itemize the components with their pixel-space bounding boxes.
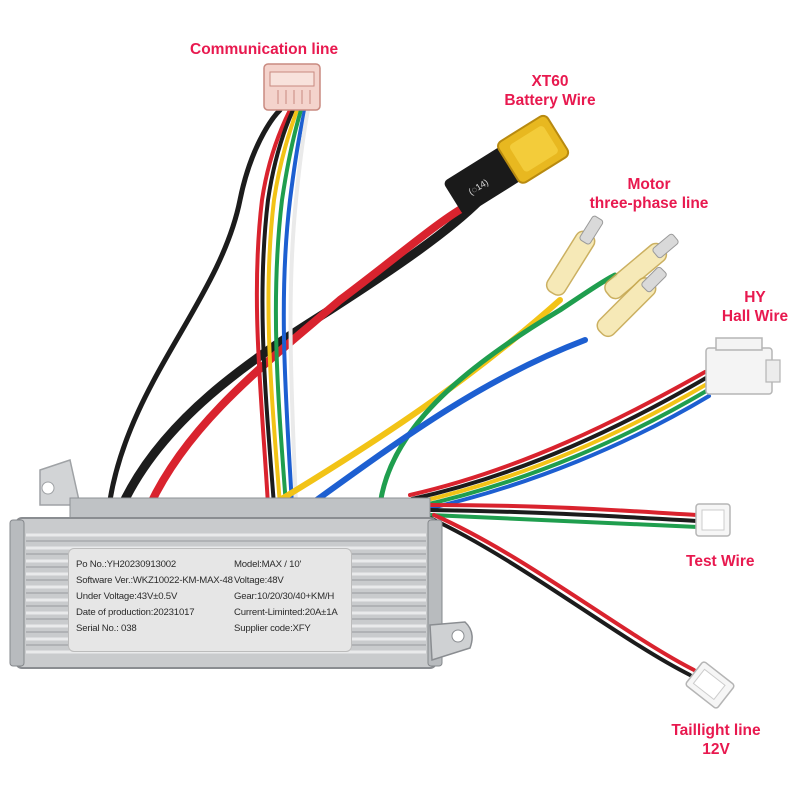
- taillight-connector: [685, 661, 735, 709]
- label-communication-line: Communication line: [190, 40, 338, 59]
- label-battery-wire: XT60 Battery Wire: [490, 72, 610, 110]
- battery-red-wire: [146, 201, 472, 509]
- label-motor-line: Motor three-phase line: [574, 175, 724, 213]
- sticker-voltage: Voltage:48V: [234, 575, 284, 586]
- wire-harness: [107, 107, 711, 677]
- label-taillight-line: Taillight line 12V: [656, 721, 776, 759]
- sticker-under-voltage: Under Voltage:43V±0.5V: [76, 591, 178, 602]
- sticker-serial-no: Serial No.: 038: [76, 623, 137, 634]
- label-test-wire: Test Wire: [686, 552, 754, 571]
- sticker-model: Model:MAX / 10': [234, 559, 302, 570]
- motor-green-wire: [377, 272, 618, 508]
- xt60-connector: (◌14): [444, 114, 570, 215]
- label-hall-line1: HY: [744, 289, 766, 306]
- label-battery-line1: XT60: [531, 73, 569, 90]
- test-connector: [695, 503, 731, 537]
- sticker-current-limit: Current-Liminted:20A±1A: [234, 607, 338, 618]
- motor-terminals: [545, 215, 679, 338]
- label-hall-line2: Hall Wire: [721, 308, 789, 325]
- sticker-supplier-code: Supplier code:XFY: [234, 623, 311, 634]
- spec-sticker: Po No.:YH20230913002 Software Ver.:WKZ10…: [68, 548, 352, 652]
- sticker-software-ver: Software Ver.:WKZ10022-KM-MAX-48: [76, 575, 233, 586]
- label-taillight-line2: 12V: [702, 741, 730, 758]
- label-communication-text: Communication line: [190, 41, 339, 58]
- communication-connector: [263, 63, 321, 111]
- label-motor-line2: three-phase line: [589, 195, 709, 212]
- sticker-right-column: Model:MAX / 10' Voltage:48V Gear:10/20/3…: [234, 557, 338, 637]
- sticker-gear: Gear:10/20/30/40+KM/H: [234, 591, 335, 602]
- hall-connector: [705, 337, 781, 395]
- label-test-text: Test Wire: [686, 553, 755, 570]
- label-hall-wire: HY Hall Wire: [712, 288, 798, 326]
- motor-blue-wire: [297, 337, 588, 515]
- label-battery-line2: Battery Wire: [504, 92, 596, 109]
- sticker-po-no: Po No.:YH20230913002: [76, 559, 177, 570]
- label-motor-line1: Motor: [627, 176, 671, 193]
- sticker-production-date: Date of production:20231017: [76, 607, 195, 618]
- sticker-left-column: Po No.:YH20230913002 Software Ver.:WKZ10…: [76, 557, 233, 637]
- label-taillight-line1: Taillight line: [671, 722, 761, 739]
